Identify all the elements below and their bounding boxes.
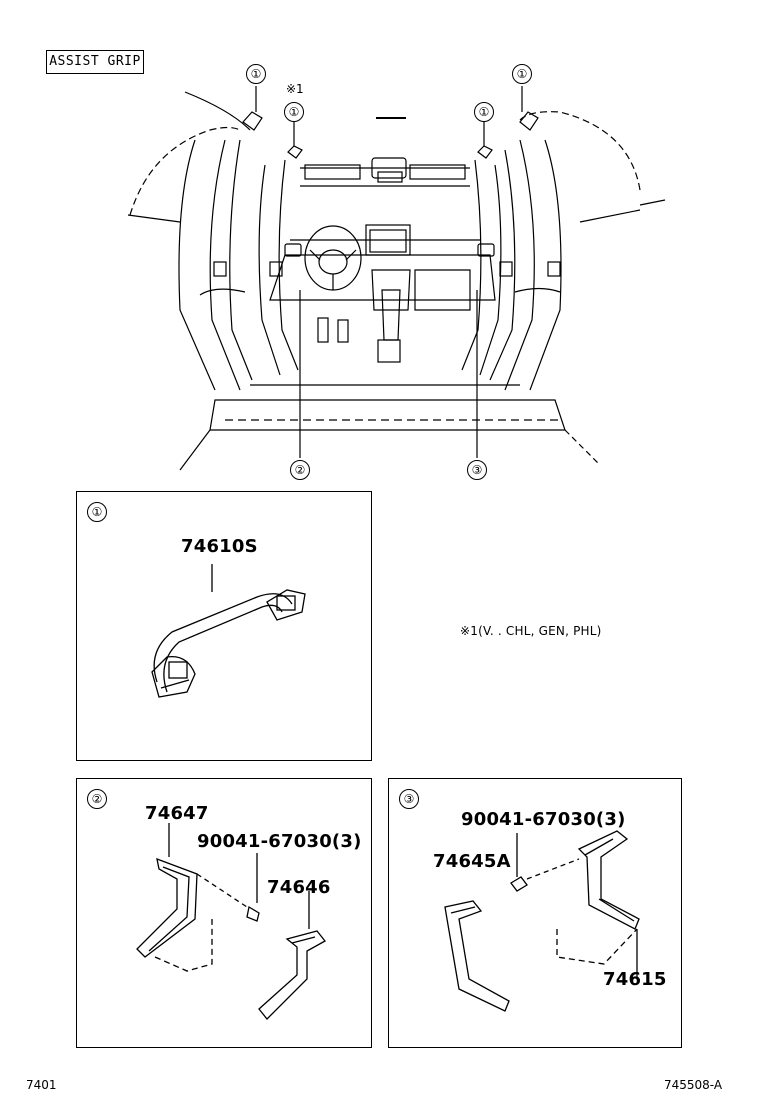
part-90041-67030-label: 90041-67030(3): [197, 831, 362, 852]
part-74645A-label: 74645A: [433, 851, 511, 872]
part-90041-67030-label: 90041-67030(3): [461, 809, 626, 830]
callout-grip-1-inner-right: ①: [474, 102, 494, 122]
part-74615-label: 74615: [603, 969, 667, 990]
part-74610S-label: 74610S: [181, 536, 258, 557]
callout-grip-1-right: ①: [512, 64, 532, 84]
assist-grip-illustration: [151, 564, 306, 698]
diagram-title: ASSIST GRIP: [46, 50, 144, 74]
detail-panel-2: ② 74647 90041-67030(3) 74646: [76, 778, 372, 1048]
panel-2-number: ②: [87, 789, 107, 809]
footnote-applicability: ※1(V. . CHL, GEN, PHL): [460, 624, 602, 638]
callout-grip-1-left: ①: [246, 64, 266, 84]
vehicle-interior-illustration: [127, 86, 666, 471]
footer-page-code: 7401: [26, 1078, 57, 1092]
pillar-garnish-2-illustration: [136, 823, 326, 1020]
callout-grip-1-inner-left: ①: [284, 102, 304, 122]
pillar-garnish-3-illustration: [444, 830, 640, 1012]
note-mark: ※1: [286, 82, 304, 96]
part-74646-label: 74646: [267, 877, 331, 898]
callout-pillar-2: ②: [290, 460, 310, 480]
part-74647-label: 74647: [145, 803, 209, 824]
detail-panel-1: ① 74610S: [76, 491, 372, 761]
callout-pillar-3: ③: [467, 460, 487, 480]
detail-panel-3: ③ 90041-67030(3) 74645A 74615: [388, 778, 682, 1048]
footer-figure-code: 745508-A: [664, 1078, 723, 1092]
panel-3-number: ③: [399, 789, 419, 809]
panel-1-number: ①: [87, 502, 107, 522]
